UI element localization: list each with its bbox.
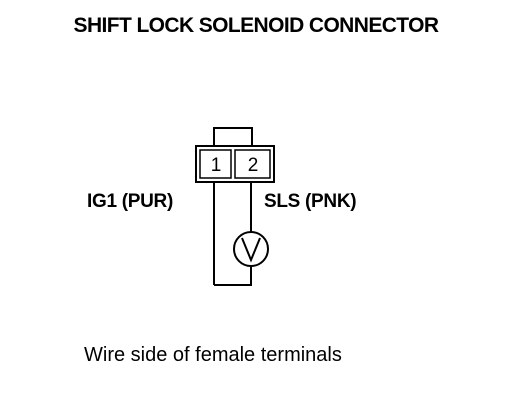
diagram-caption: Wire side of female terminals: [84, 344, 342, 366]
pin-number-1: 1: [211, 155, 222, 176]
wire-return: [214, 266, 252, 286]
wire-label-sls: SLS (PNK): [264, 191, 357, 212]
connector-lock-tab: [213, 127, 253, 147]
wire-label-ig1: IG1 (PUR): [87, 191, 173, 212]
voltmeter-symbol: [241, 237, 261, 263]
pin-cell-2: [234, 149, 271, 179]
diagram-title: SHIFT LOCK SOLENOID CONNECTOR: [73, 14, 439, 37]
pin-cell-1: [199, 149, 232, 179]
pin-number-2: 2: [248, 155, 259, 176]
